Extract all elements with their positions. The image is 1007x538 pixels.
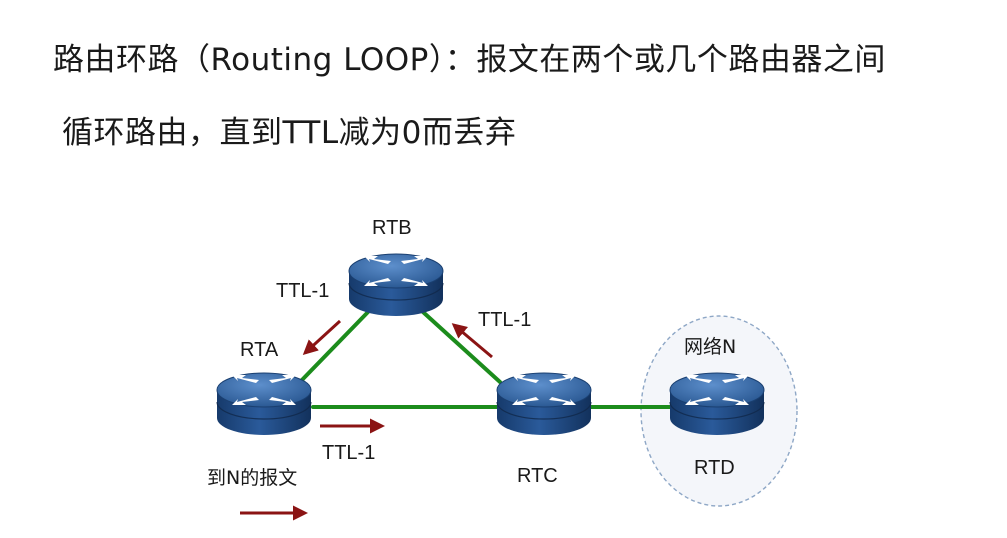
router-icon (496, 372, 592, 436)
ttl-arrows (240, 319, 493, 521)
label-rtb: RTB (372, 217, 412, 239)
label-packet-to-n: 到N的报文 (207, 467, 297, 489)
arrow-rtb-to-rta (302, 319, 342, 356)
router-icon (348, 253, 444, 317)
label-ttl-rta-rtc: TTL-1 (322, 442, 375, 464)
label-rtd: RTD (694, 457, 735, 479)
title-line-1: 路由环路（Routing LOOP）：报文在两个或几个路由器之间 (53, 42, 886, 78)
router-icon (216, 372, 312, 436)
router-rtb (348, 253, 444, 317)
label-ttl-rtc-rtb: TTL-1 (478, 309, 531, 331)
router-icon (669, 372, 765, 436)
router-rtd (669, 372, 765, 436)
label-rta: RTA (240, 339, 279, 361)
link-rtb-rta (298, 310, 370, 384)
label-ttl-rtb-rta: TTL-1 (276, 280, 329, 302)
label-network-n: 网络N (684, 336, 736, 358)
router-rta (216, 372, 312, 436)
links (298, 310, 673, 409)
label-rtc: RTC (517, 465, 558, 487)
link-rtb-rtc (421, 310, 502, 384)
arrow-rtc-to-rtb (451, 323, 493, 359)
router-rtc (496, 372, 592, 436)
title-line-2: 循环路由，直到TTL减为0而丢弃 (62, 115, 517, 151)
